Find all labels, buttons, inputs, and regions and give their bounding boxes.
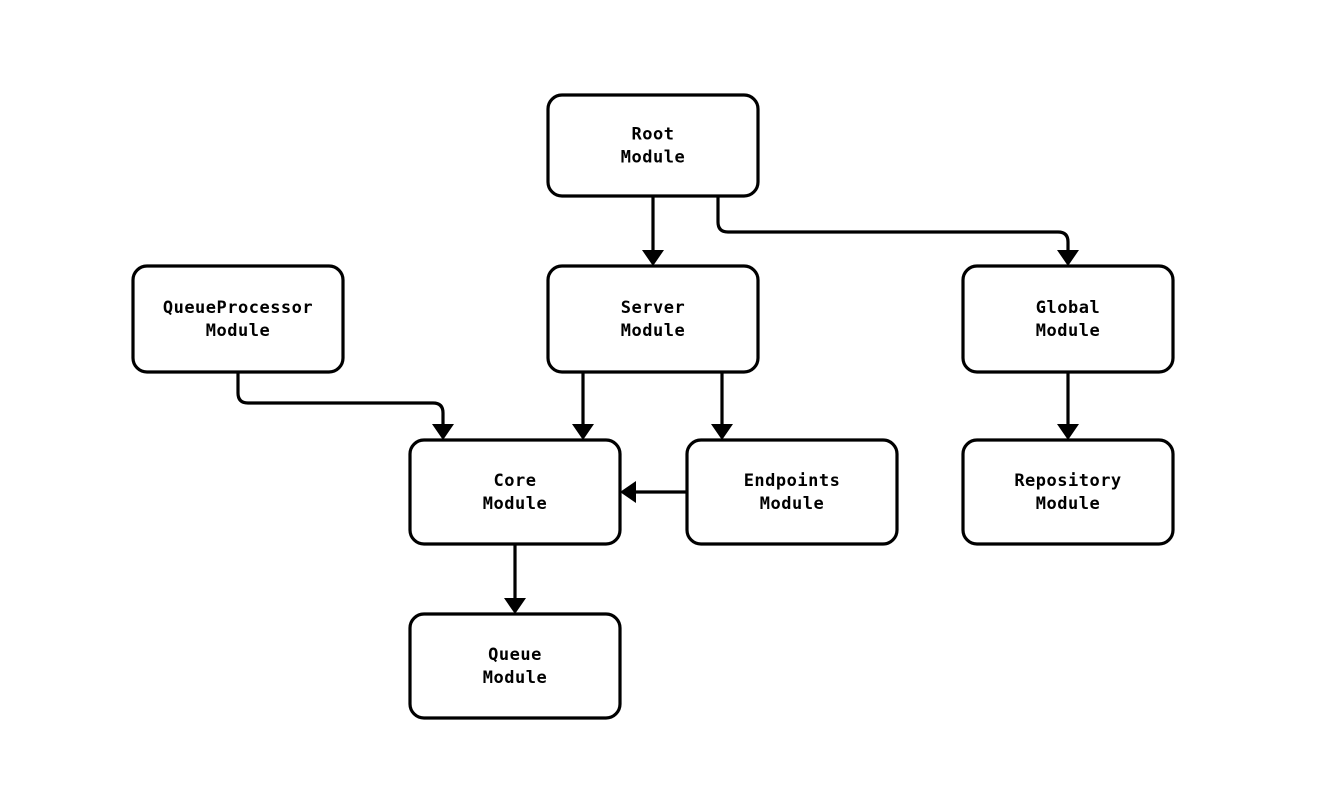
node-box[interactable] — [961, 438, 1175, 546]
node-label-name: Core — [494, 471, 537, 491]
arrowhead-icon — [1057, 424, 1079, 440]
edge-core-to-queue — [504, 544, 526, 614]
arrowhead-icon — [432, 424, 454, 440]
edge-server-to-core — [572, 372, 594, 440]
arrowhead-icon — [504, 598, 526, 614]
arrowhead-icon — [711, 424, 733, 440]
node-label-suffix: Module — [621, 148, 685, 168]
node-label-name: QueueProcessor — [163, 298, 313, 318]
node-label-suffix: Module — [1036, 321, 1100, 341]
arrowhead-icon — [1057, 250, 1079, 266]
node-label-suffix: Module — [1036, 494, 1100, 514]
node-label-suffix: Module — [621, 321, 685, 341]
node-label-name: Endpoints — [744, 471, 841, 491]
edge-root-to-server — [642, 196, 664, 266]
edge-queueprocessor-to-core — [236, 372, 454, 440]
node-label-suffix: Module — [483, 668, 547, 688]
edge-endpoints-to-core — [620, 481, 687, 503]
nodes-layer: RootModuleQueueProcessorModuleServerModu… — [131, 93, 1175, 720]
edges-layer — [236, 196, 1079, 614]
edge-line — [716, 196, 1070, 252]
node-box[interactable] — [546, 264, 760, 374]
node-box[interactable] — [131, 264, 345, 374]
node-label-name: Global — [1036, 298, 1100, 318]
node-box[interactable] — [408, 612, 622, 720]
node-label-name: Server — [621, 298, 685, 318]
node-box[interactable] — [685, 438, 899, 546]
node-label-name: Repository — [1014, 471, 1121, 491]
node-label-name: Queue — [488, 645, 542, 665]
node-label-suffix: Module — [206, 321, 270, 341]
node-box[interactable] — [961, 264, 1175, 374]
arrowhead-icon — [642, 250, 664, 266]
node-label-name: Root — [632, 125, 675, 145]
node-box[interactable] — [546, 93, 760, 198]
node-box[interactable] — [408, 438, 622, 546]
arrowhead-icon — [572, 424, 594, 440]
edge-server-to-endpoints — [711, 372, 733, 440]
edge-global-to-repository — [1057, 372, 1079, 440]
arrowhead-icon — [620, 481, 636, 503]
node-label-suffix: Module — [760, 494, 824, 514]
edge-line — [236, 372, 445, 426]
edge-root-to-global — [716, 196, 1079, 266]
node-label-suffix: Module — [483, 494, 547, 514]
